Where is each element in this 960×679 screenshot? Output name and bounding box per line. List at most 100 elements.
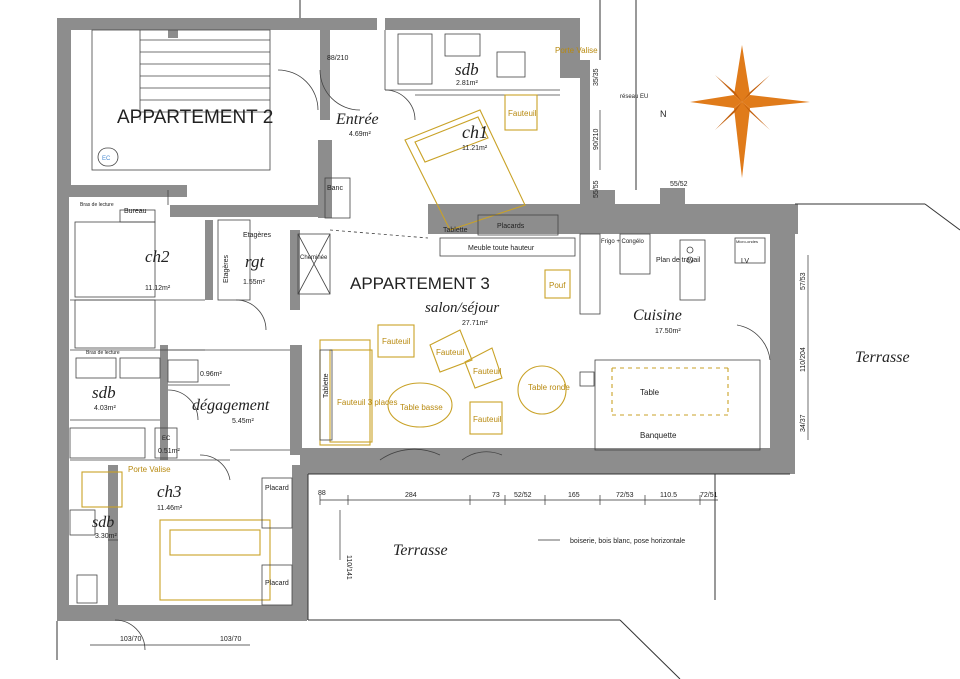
appt3-title: APPARTEMENT 3	[350, 274, 490, 293]
wall-west	[57, 185, 69, 620]
label-fauteuil-3: Fauteuil	[473, 367, 502, 376]
wall-main-north	[428, 204, 798, 234]
wall-stub	[168, 30, 178, 38]
label-meuble: Meuble toute hauteur	[468, 245, 535, 252]
salon-label: salon/séjour	[425, 300, 499, 316]
north-label: N	[660, 109, 667, 119]
dim-90-210: 90/210	[593, 128, 600, 150]
wall-east	[770, 204, 795, 474]
appt2-title: APPARTEMENT 2	[117, 107, 273, 128]
degagement-area: 5.45m²	[232, 418, 254, 425]
label-table: Table	[640, 388, 660, 397]
terrasse-bottom-label: Terrasse	[393, 542, 448, 559]
label-micro-ondes: Micro-ondes	[736, 239, 758, 244]
fixtures	[69, 33, 766, 606]
dim-110-141: 110/141	[345, 555, 352, 580]
dim-bottom-6: 110.5	[660, 492, 677, 499]
wc1-area: 0.96m²	[200, 371, 222, 378]
terrasse-right-label: Terrasse	[855, 349, 910, 366]
wall-int3	[290, 345, 302, 455]
dim-55-55: 55/55	[593, 180, 600, 198]
label-bras-lecture-2: Bras de lecture	[86, 350, 120, 356]
wall-int5	[290, 230, 300, 310]
rgt-label: rgt	[245, 252, 265, 271]
armchair-2	[429, 329, 473, 373]
wall-appt2-east	[320, 30, 330, 120]
label-placard-2: Placard	[265, 580, 289, 587]
sdb1-label: sdb	[455, 60, 479, 79]
label-fauteuil-1: Fauteuil	[382, 337, 411, 346]
label-tablette-salon: Tablette	[323, 373, 330, 398]
sdb3-area: 3.30m²	[95, 533, 117, 540]
wc2-area: 0.51m²	[158, 448, 180, 455]
rgt-area: 1.55m²	[243, 279, 265, 286]
wall-ch1-east	[580, 60, 590, 210]
label-tablette: Tablette	[443, 227, 468, 234]
furniture	[81, 94, 729, 601]
dim-103-70-a: 103/70	[120, 636, 142, 643]
dim-57-53: 57/53	[800, 272, 807, 290]
wall-int4	[205, 220, 213, 300]
wall-ch1-northeast	[560, 18, 580, 78]
coffee-table	[387, 382, 453, 428]
wall-pillar2	[660, 188, 685, 208]
wall-bottom	[57, 605, 307, 621]
sdb1-area: 2.81m²	[456, 80, 478, 87]
ch1-label: ch1	[462, 122, 488, 142]
dim-103-70-b: 103/70	[220, 636, 242, 643]
dim-110-204: 110/204	[800, 347, 807, 372]
partitions	[70, 30, 560, 541]
wall-pillar	[585, 190, 615, 208]
wall-int2	[108, 465, 118, 605]
stairs	[91, 29, 271, 171]
label-banquette: Banquette	[640, 431, 677, 440]
entree-label: Entrée	[335, 111, 379, 128]
doors	[114, 69, 771, 651]
wall-north-ch1	[385, 18, 575, 30]
label-plan-travail: Plan de travail	[656, 257, 701, 264]
label-table-ronde: Table ronde	[528, 383, 570, 392]
salon-area: 27.71m²	[462, 320, 488, 327]
label-fauteuil-3places: Fauteuil 3 places	[337, 398, 397, 407]
sdb2-area: 4.03m²	[94, 405, 116, 412]
label-table-basse: Table basse	[400, 403, 443, 412]
dim-88-210: 88/210	[327, 55, 349, 62]
wall-south	[300, 448, 790, 474]
dim-34-37: 34/37	[800, 414, 807, 432]
dim-bottom-3: 52/52	[514, 492, 532, 499]
label-porte-valise-2: Porte Valise	[128, 465, 171, 474]
dimension-lines	[90, 110, 809, 646]
shower-ch3	[81, 471, 123, 508]
armchair-3	[464, 347, 503, 389]
dim-bottom-7: 72/51	[700, 492, 718, 499]
label-bureau: Bureau	[124, 208, 147, 215]
dim-bottom-0: 88	[318, 490, 326, 497]
label-pouf: Pouf	[549, 281, 566, 290]
label-etageres: Etagères	[243, 232, 272, 239]
label-fauteuil-ch1: Fauteuil	[508, 109, 537, 118]
label-bras-lecture-1: Bras de lecture	[80, 202, 114, 208]
dim-bottom-5: 72/53	[616, 492, 634, 499]
wall-ch3-east	[292, 465, 308, 620]
cuisine-area: 17.50m²	[655, 328, 681, 335]
dim-bottom-2: 73	[492, 492, 500, 499]
sdb3-label: sdb	[92, 514, 114, 531]
wall-ch2-north2	[170, 205, 320, 217]
armchair-1	[377, 324, 415, 358]
label-lv: LV	[741, 258, 749, 265]
ch3-area: 11.46m²	[157, 505, 183, 512]
label-reseau: réseau EU	[620, 94, 648, 100]
compass-rose-icon	[690, 45, 810, 178]
label-porte-valise-1: Porte Valise	[555, 46, 598, 55]
label-fauteuil-4: Fauteuil	[473, 415, 502, 424]
dim-bottom-1: 284	[405, 492, 417, 499]
ch3-label: ch3	[157, 482, 182, 501]
label-legend: boiserie, bois blanc, pose horizontale	[570, 538, 685, 545]
armchair-ch1	[504, 94, 538, 131]
ch2-label: ch2	[145, 247, 170, 266]
ch2-area: 11.12m²	[145, 285, 171, 292]
dim-35-35: 35/35	[593, 68, 600, 86]
bed-ch1	[404, 109, 526, 231]
label-cheminee: Cheminée	[300, 255, 328, 261]
